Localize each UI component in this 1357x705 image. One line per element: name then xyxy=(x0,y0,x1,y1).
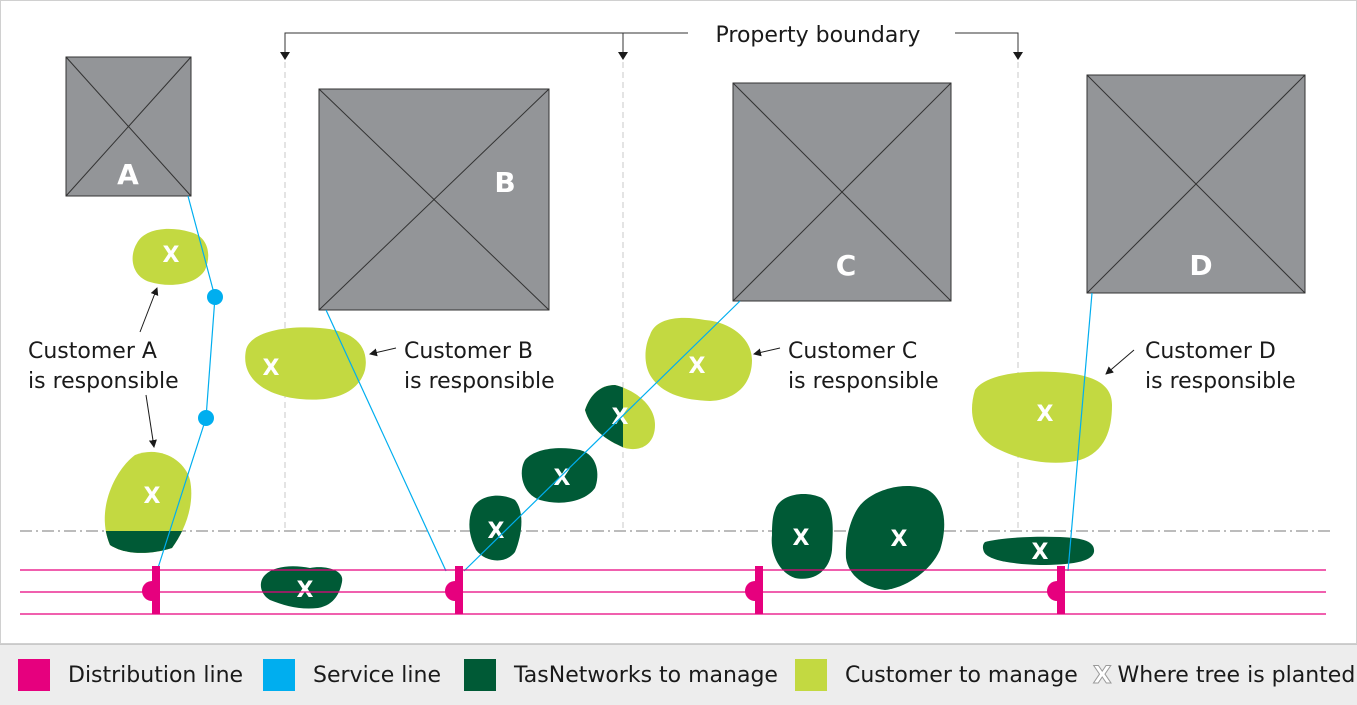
tree-customer-c: X xyxy=(645,317,752,401)
customer-a-line1: Customer A xyxy=(28,339,157,364)
tree-customer-b: X xyxy=(245,327,366,400)
legend-label: Customer to manage xyxy=(845,662,1078,688)
customer-d-line1: Customer D xyxy=(1145,339,1276,364)
service-line-joint xyxy=(207,289,223,305)
tree-mark: X xyxy=(263,356,280,381)
legend-item-service-line: Service line xyxy=(263,645,441,705)
property-boundary-label: Property boundary xyxy=(716,23,921,48)
tree-customer-d: X xyxy=(971,371,1112,463)
legend-item-distribution-line: Distribution line xyxy=(18,645,243,705)
tree-mark: X xyxy=(1032,540,1049,565)
tree-mark: X xyxy=(297,578,314,603)
tree-customer-a-upper: X xyxy=(132,228,209,285)
tree-mark: X xyxy=(793,526,810,551)
tree-customer-a-lower: X xyxy=(104,451,192,553)
pole-c xyxy=(745,566,763,614)
tree-mark: X xyxy=(612,405,629,430)
customer-a-label: Customer A is responsible xyxy=(28,339,179,394)
customer-d-arrow xyxy=(1105,349,1135,375)
property-boundary-ticks xyxy=(280,52,1023,60)
legend-item-customer: Customer to manage xyxy=(795,645,1078,705)
customer-d-line2: is responsible xyxy=(1145,369,1296,394)
tree-mark: X xyxy=(1037,402,1054,427)
tree-mark: X xyxy=(554,466,571,491)
distribution-line-swatch xyxy=(18,659,50,691)
tree-tasnetworks-diagonal-2: X xyxy=(521,448,598,503)
tree-mark: X xyxy=(891,527,908,552)
house-b: B xyxy=(318,88,550,311)
property-boundary-bracket xyxy=(284,32,1019,55)
legend-label: Service line xyxy=(313,662,442,688)
house-d-letter: D xyxy=(1189,249,1212,282)
tree-tasnetworks-diagonal-1: X xyxy=(469,495,522,561)
customer-b-arrow xyxy=(369,347,397,357)
distribution-lines xyxy=(20,569,1326,615)
legend-item-tree-planted: X Where tree is planted xyxy=(1093,645,1356,705)
legend-label: Where tree is planted xyxy=(1117,662,1356,688)
legend-label: Distribution line xyxy=(68,662,244,688)
legend-label: TasNetworks to manage xyxy=(514,662,778,688)
tree-tasnetworks-road-2: X xyxy=(771,494,833,579)
service-line-joint xyxy=(198,410,214,426)
house-d: D xyxy=(1086,74,1306,294)
customer-c-arrow xyxy=(753,347,781,357)
service-lines xyxy=(156,195,1093,572)
house-a-letter: A xyxy=(117,158,139,191)
tree-planted-icon: X xyxy=(1093,661,1112,690)
customer-a-arrow-up xyxy=(139,287,159,333)
tree-tasnetworks-road-4: X xyxy=(982,536,1095,565)
legend: Distribution line Service line TasNetwor… xyxy=(0,644,1357,705)
customer-a-arrow-down xyxy=(145,394,157,448)
customer-b-line1: Customer B xyxy=(404,339,533,364)
customer-b-label: Customer B is responsible xyxy=(404,339,555,394)
house-a: A xyxy=(65,56,192,197)
customer-c-line1: Customer C xyxy=(788,339,917,364)
house-b-letter: B xyxy=(494,166,515,199)
service-line-swatch xyxy=(263,659,295,691)
customer-b-line2: is responsible xyxy=(404,369,555,394)
customer-d-label: Customer D is responsible xyxy=(1145,339,1296,394)
tree-split-boundary-c: X xyxy=(585,385,655,450)
vegetation-responsibility-diagram: Property boundary A B C D X xyxy=(0,0,1357,644)
legend-item-tasnetworks: TasNetworks to manage xyxy=(464,645,778,705)
tree-mark: X xyxy=(689,354,706,379)
pole-d xyxy=(1047,566,1065,614)
customer-c-line2: is responsible xyxy=(788,369,939,394)
house-c-letter: C xyxy=(836,249,857,282)
tree-mark: X xyxy=(163,243,180,268)
customer-c-label: Customer C is responsible xyxy=(788,339,939,394)
tree-mark: X xyxy=(488,519,505,544)
pole-a xyxy=(142,566,160,614)
pole-b xyxy=(445,566,463,614)
tree-tasnetworks-road-1: X xyxy=(260,566,343,609)
tasnetworks-swatch xyxy=(464,659,496,691)
house-c: C xyxy=(732,82,952,302)
tree-mark: X xyxy=(144,484,161,509)
customer-a-line2: is responsible xyxy=(28,369,179,394)
tree-tasnetworks-road-3: X xyxy=(845,486,945,590)
customer-swatch xyxy=(795,659,827,691)
